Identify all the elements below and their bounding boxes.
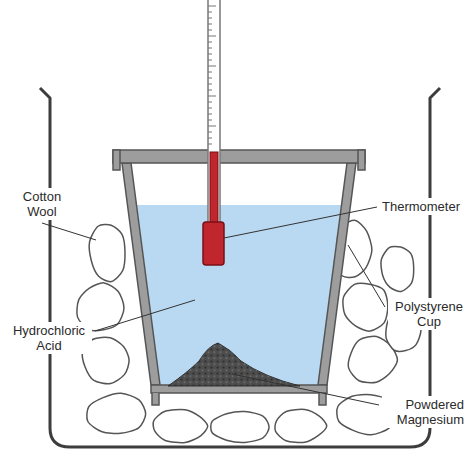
cup-wall-right (318, 163, 356, 385)
cotton-tuft (343, 283, 388, 331)
cup-lid (113, 150, 365, 163)
part-label: Thermometer (380, 198, 462, 215)
scale-tick (208, 96, 216, 97)
scale-tick (208, 108, 212, 109)
magnesium-powder (168, 343, 300, 386)
scale-tick (208, 42, 212, 43)
cotton-tuft (87, 393, 146, 433)
scale-tick (208, 24, 212, 25)
thermometer-bulb (203, 222, 224, 265)
scale-tick (208, 6, 216, 7)
acid-liquid (137, 205, 341, 385)
scale-tick (208, 12, 212, 13)
cotton-tuft (381, 246, 414, 291)
leader-line (42, 223, 96, 240)
part-label: Hydrochloric Acid (6, 322, 92, 354)
magnesium-texture (168, 343, 300, 386)
scale-tick (208, 66, 216, 67)
leader-line (348, 245, 385, 307)
thermometer-column (210, 152, 218, 230)
cotton-tuft (153, 410, 208, 443)
scale-tick (208, 78, 212, 79)
cup-wall-left (122, 163, 160, 385)
scale-tick (208, 102, 212, 103)
leader-line (95, 300, 195, 331)
scale-tick (208, 48, 212, 49)
cotton-tuft (89, 224, 125, 281)
scale-tick (208, 54, 212, 55)
scale-tick (208, 132, 212, 133)
beaker (40, 88, 440, 447)
cotton-tuft (211, 411, 269, 442)
scale-tick (208, 120, 212, 121)
scale-tick (208, 138, 212, 139)
scale-tick (208, 30, 212, 31)
scale-tick (208, 114, 212, 115)
lid-tab (358, 150, 365, 170)
scale-tick (208, 84, 212, 85)
scale-tick (208, 90, 212, 91)
scale-tick (208, 126, 216, 127)
cotton-tuft (275, 409, 327, 442)
leader-line (224, 207, 377, 238)
scale-tick (208, 60, 212, 61)
scale-tick (208, 36, 216, 37)
part-label: Polystyrene Cup (388, 298, 470, 330)
scale-tick (208, 72, 212, 73)
part-label: Cotton Wool (14, 188, 70, 220)
cup-foot (152, 393, 326, 405)
scale-tick (208, 18, 212, 19)
thermometer-tube (208, 0, 220, 230)
leader-line (232, 374, 379, 405)
scale-tick (208, 144, 212, 145)
lid-tab (113, 150, 120, 170)
thermometer-scale (208, 6, 216, 144)
part-label: Powdered Magnesium (382, 396, 466, 428)
